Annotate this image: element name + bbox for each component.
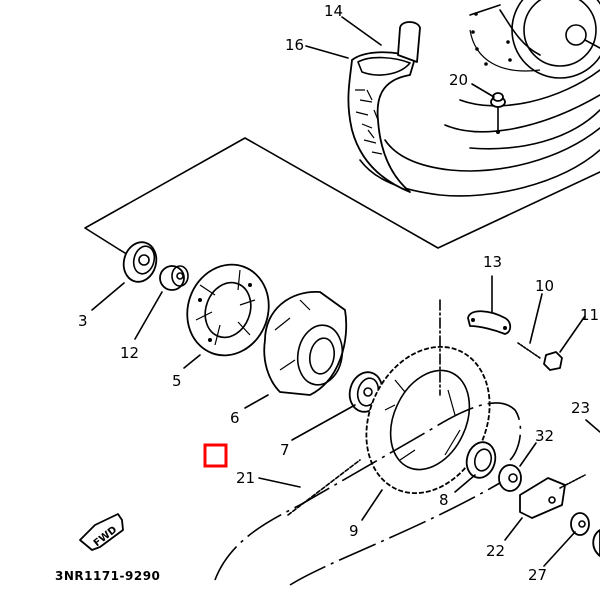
valve-part <box>397 21 421 63</box>
selection-marker[interactable] <box>203 443 228 468</box>
collar-12-part <box>159 265 189 291</box>
callout-11: 11 <box>580 306 599 324</box>
callout-10: 10 <box>535 277 554 295</box>
valve-nut-part <box>490 92 506 134</box>
bracket-13-part <box>467 310 512 335</box>
sprocket-9-part <box>365 345 491 495</box>
callout-3: 3 <box>78 312 88 330</box>
assembly-frame <box>84 137 600 251</box>
callout-32: 32 <box>535 427 554 445</box>
callout-7: 7 <box>280 441 290 459</box>
callout-14: 14 <box>324 2 343 20</box>
callout-6: 6 <box>230 409 240 427</box>
nut-11-part <box>543 351 563 371</box>
washer-27-part <box>570 512 590 536</box>
chain-adjuster-22-part <box>519 474 586 519</box>
chain-21-part <box>214 402 522 586</box>
forward-direction-arrow-icon: FWD <box>79 513 124 551</box>
drawing-code: 3NR1171-9290 <box>55 569 160 583</box>
callout-23: 23 <box>571 399 590 417</box>
part-23-partial <box>592 529 600 557</box>
callout-9: 9 <box>349 522 359 540</box>
callout-13: 13 <box>483 253 502 271</box>
bearing-3-part <box>122 241 158 283</box>
callout-20: 20 <box>449 71 468 89</box>
leader-lines <box>91 16 600 567</box>
callout-21: 21 <box>236 469 255 487</box>
tire-tube-part <box>347 51 416 193</box>
callout-16: 16 <box>285 36 304 54</box>
callout-5: 5 <box>172 372 182 390</box>
clutch-hub-6-part <box>263 291 348 396</box>
collar-32-part <box>498 464 522 492</box>
damper-5-part <box>186 263 270 357</box>
rear-wheel <box>359 0 600 197</box>
callout-8: 8 <box>439 491 449 509</box>
callout-27: 27 <box>528 566 547 584</box>
bolt-10-part <box>517 342 541 359</box>
bearing-8-part <box>465 441 497 479</box>
callout-12: 12 <box>120 344 139 362</box>
callout-22: 22 <box>486 542 505 560</box>
